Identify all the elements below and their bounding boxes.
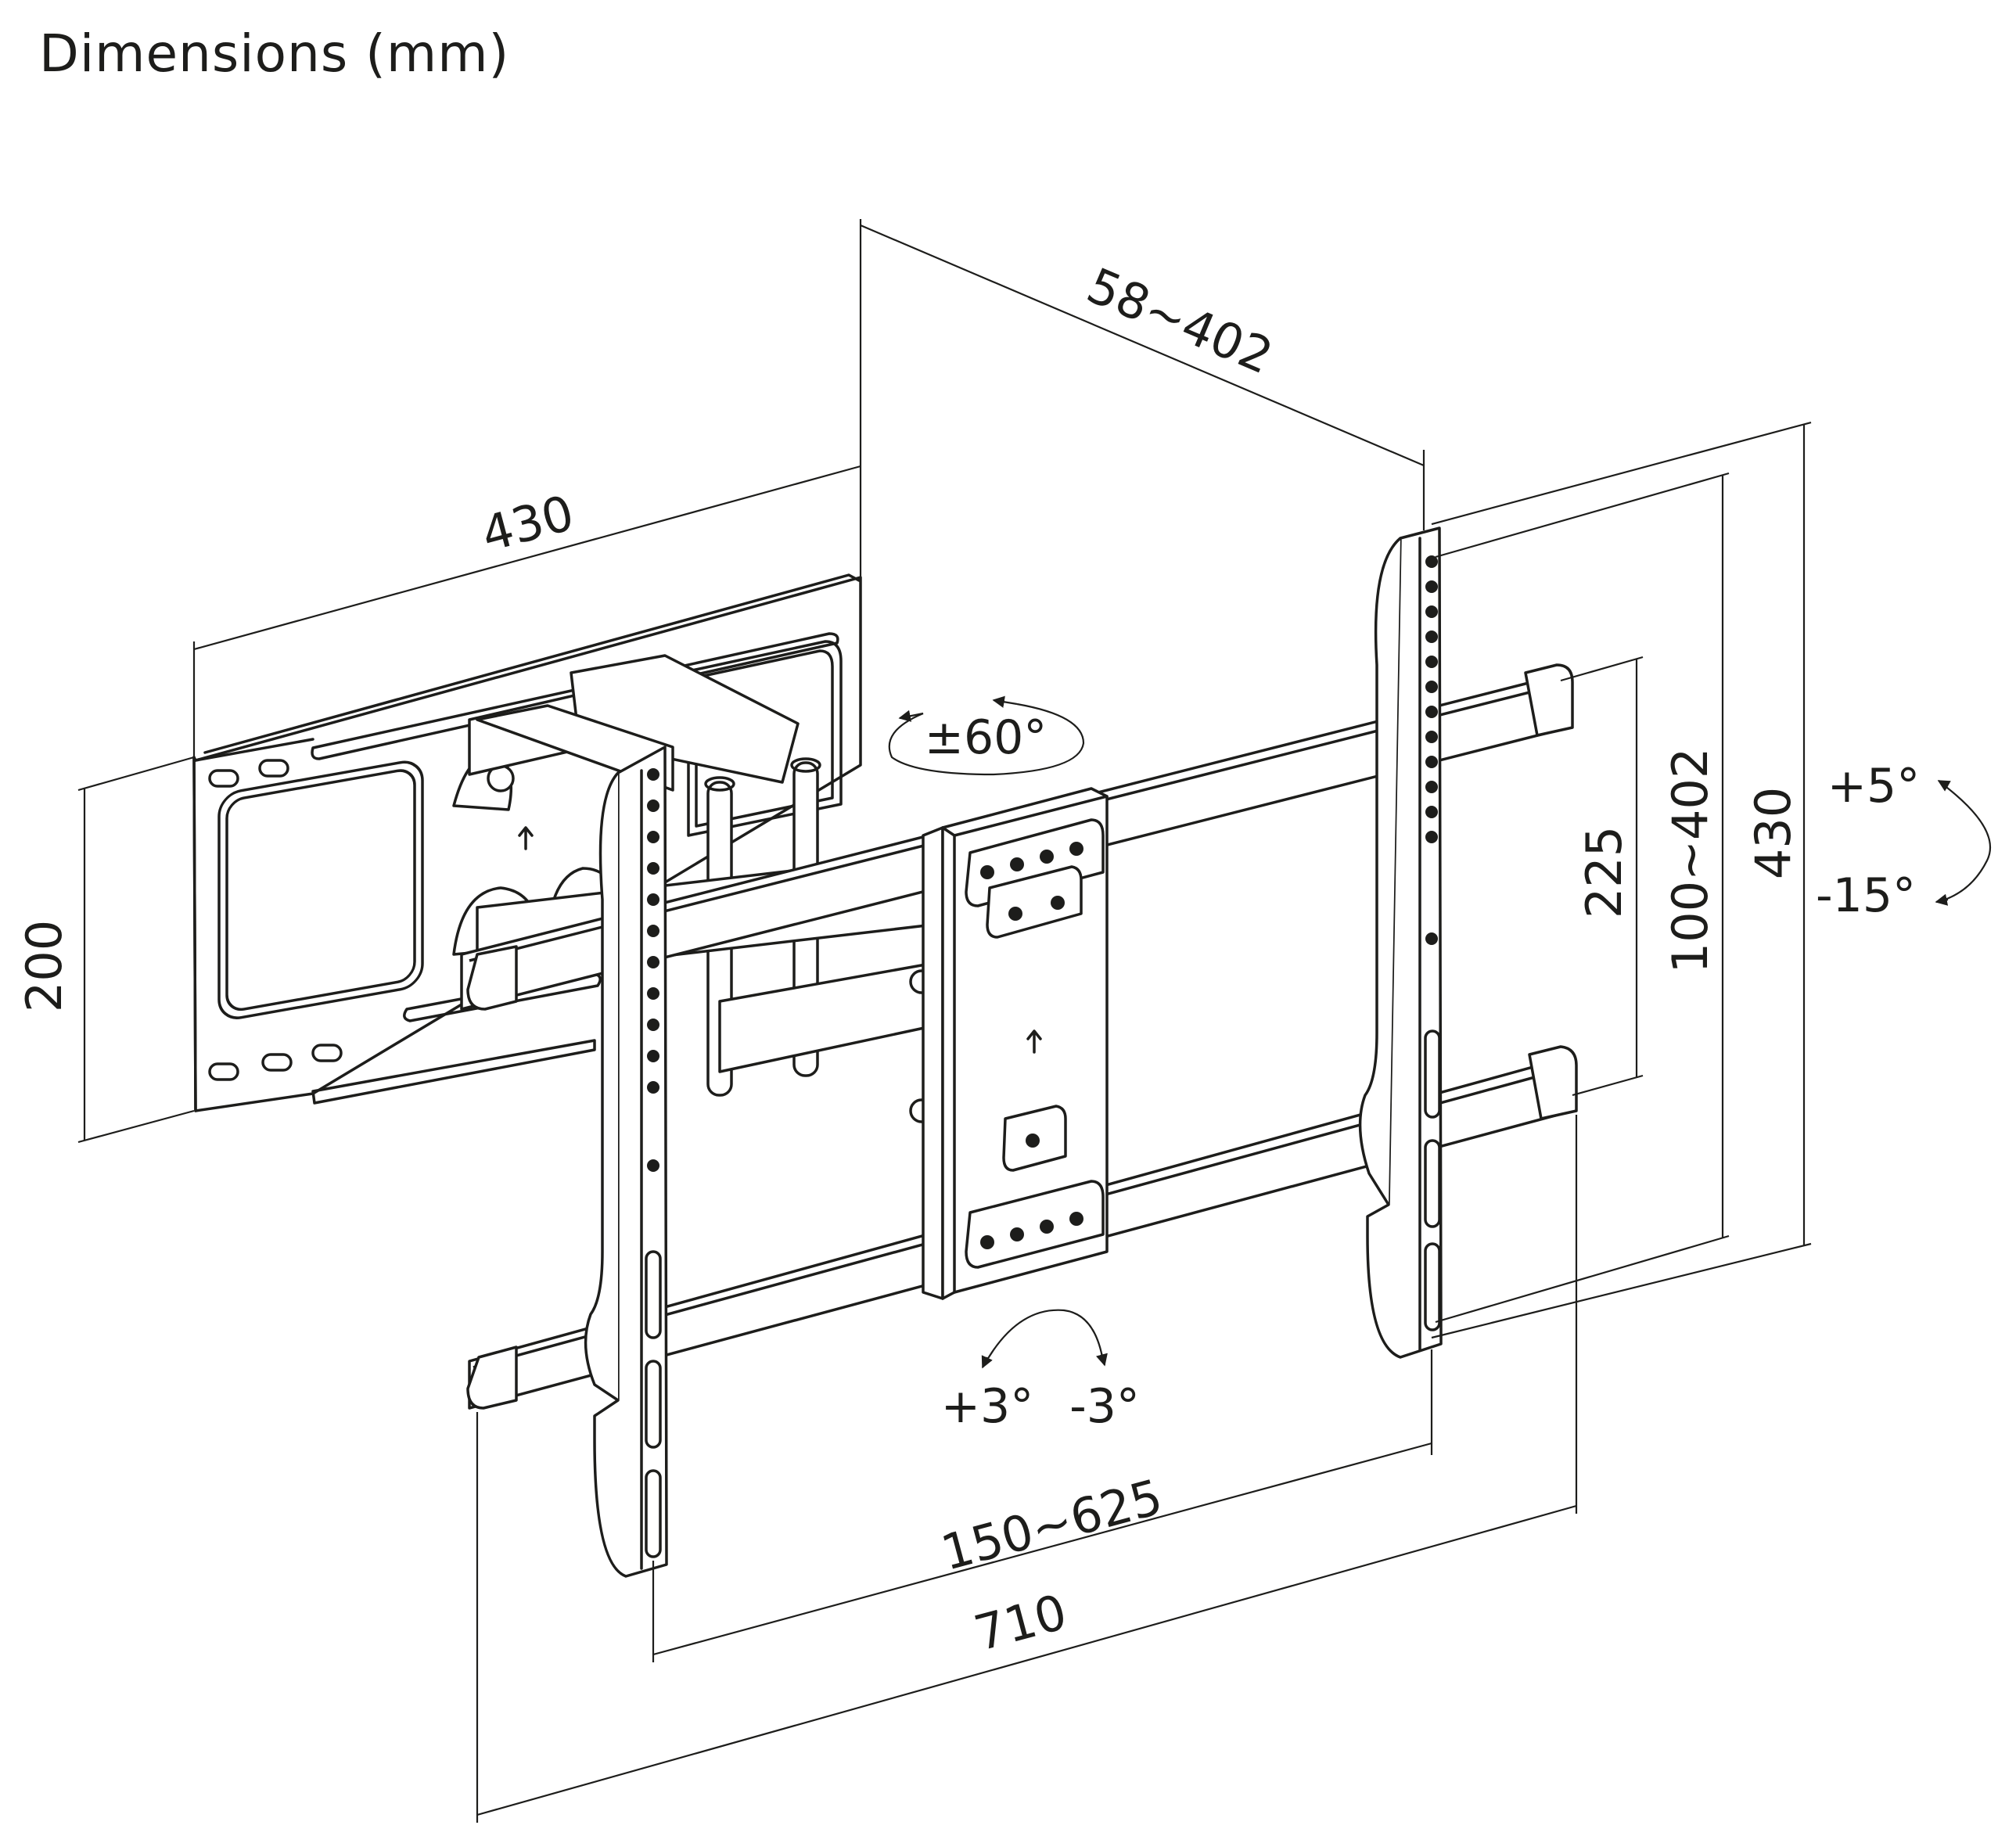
- left-vertical-strap: [584, 746, 668, 1578]
- angle-level-left: +3°: [941, 1379, 1033, 1434]
- right-vertical-strap: [1358, 526, 1443, 1359]
- angle-tilt-down: -15°: [1816, 868, 1916, 923]
- dim-inner-height: 225: [1576, 826, 1633, 918]
- dim-wall-distance: 58~402: [1079, 257, 1281, 386]
- dim-vesa-horizontal: 150~625: [936, 1468, 1169, 1582]
- dim-overall-width: 710: [968, 1583, 1073, 1662]
- dim-vesa-vertical: 100~402: [1662, 748, 1719, 974]
- dim-wall-plate-height: 200: [16, 920, 73, 1012]
- dimension-lines: [77, 219, 1812, 1823]
- angle-swivel: ±60°: [925, 710, 1048, 765]
- center-mount-plate: [922, 787, 1109, 1300]
- angle-level-right: -3°: [1069, 1379, 1140, 1434]
- dim-outer-height: 430: [1745, 787, 1802, 879]
- wall-plate-slots: [208, 632, 839, 1105]
- swivel-arrow: [888, 695, 1085, 776]
- diagram-title: Dimensions (mm): [39, 23, 510, 84]
- angle-tilt-up: +5°: [1827, 759, 1920, 814]
- dim-wall-plate-width: 430: [476, 484, 580, 563]
- level-arrow: [981, 1309, 1108, 1369]
- tilt-arrow: [1935, 780, 1991, 906]
